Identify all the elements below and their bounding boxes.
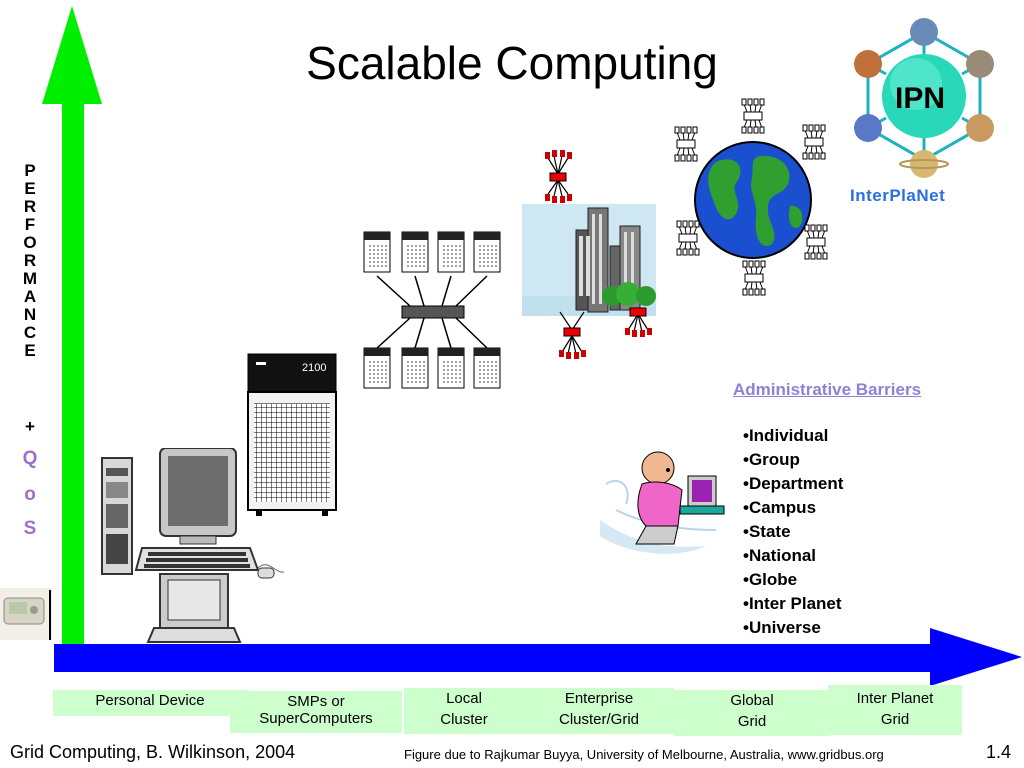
performance-letter: S <box>23 518 37 539</box>
category-interplanet-grid: Inter Planet Grid <box>828 685 962 735</box>
performance-letter: O <box>23 233 37 252</box>
category-line1: Global <box>730 692 774 709</box>
footer-left: Grid Computing, B. Wilkinson, 2004 <box>10 742 296 762</box>
category-local-cluster: Local Cluster <box>404 688 524 734</box>
performance-letter: E <box>24 179 36 198</box>
footer-page-number: 1.4 <box>986 742 1012 762</box>
page-title: Scalable Computing <box>306 37 718 89</box>
performance-letter: P <box>24 161 36 180</box>
performance-letter: Q <box>22 448 38 469</box>
category-enterprise: Enterprise Cluster/Grid <box>524 688 674 734</box>
local-cluster-image <box>363 231 501 389</box>
category-global-grid: Global Grid <box>674 690 830 736</box>
personal-computer-image <box>101 448 285 643</box>
barrier-item: •Individual <box>743 426 829 445</box>
barrier-item: •Universe <box>743 618 821 637</box>
category-line1: Enterprise <box>564 690 634 707</box>
performance-letter: o <box>24 484 36 505</box>
category-smps: SMPs or SuperComputers <box>230 691 402 733</box>
performance-letter: R <box>23 251 37 270</box>
category-line2: Cluster/Grid <box>558 711 640 728</box>
smp-server-label: 2100 <box>302 362 327 374</box>
ipn-logo-text: IPN <box>895 82 946 115</box>
category-line2: Grid <box>880 711 910 728</box>
category-line1: Personal Device <box>95 692 205 709</box>
category-line1: Inter Planet <box>856 690 934 707</box>
interplanet-logo <box>854 18 994 178</box>
performance-arrow <box>42 6 102 650</box>
barrier-item: •Globe <box>743 570 798 589</box>
barrier-item: •Inter Planet <box>743 594 842 613</box>
performance-letter: C <box>23 323 37 342</box>
category-line2: SuperComputers <box>259 710 373 727</box>
administrative-barriers-title: Administrative Barriers <box>733 380 922 399</box>
category-line1: SMPs or <box>287 693 345 710</box>
global-grid-image <box>674 98 828 296</box>
person-at-computer-image <box>600 451 725 554</box>
barrier-item: •Campus <box>743 498 817 517</box>
footer-center: Figure due to Rajkumar Buyya, University… <box>404 747 884 762</box>
barrier-item: •Group <box>743 450 800 469</box>
barrier-item: •National <box>743 546 817 565</box>
performance-letter: R <box>23 197 37 216</box>
performance-letter: N <box>23 305 37 324</box>
interplanet-caption: InterPlaNet <box>850 186 946 205</box>
scale-arrow <box>54 628 1022 686</box>
enterprise-grid-image <box>522 150 656 359</box>
handheld-device-image <box>0 588 52 640</box>
administrative-barriers-list: •Individual •Group •Department •Campus •Stat… <box>743 424 843 640</box>
performance-letter: A <box>23 287 37 306</box>
category-line1: Local <box>446 690 482 707</box>
category-line2: Cluster <box>440 711 488 728</box>
performance-letter: M <box>22 269 38 288</box>
performance-letter: + <box>25 417 35 436</box>
barrier-item: •State <box>743 522 791 541</box>
barrier-item: •Department <box>743 474 844 493</box>
category-personal-device: Personal Device <box>53 690 247 716</box>
performance-letter: F <box>24 215 36 234</box>
performance-letter: E <box>24 341 36 360</box>
smp-server-image <box>247 353 337 516</box>
category-line2: Grid <box>737 713 767 730</box>
